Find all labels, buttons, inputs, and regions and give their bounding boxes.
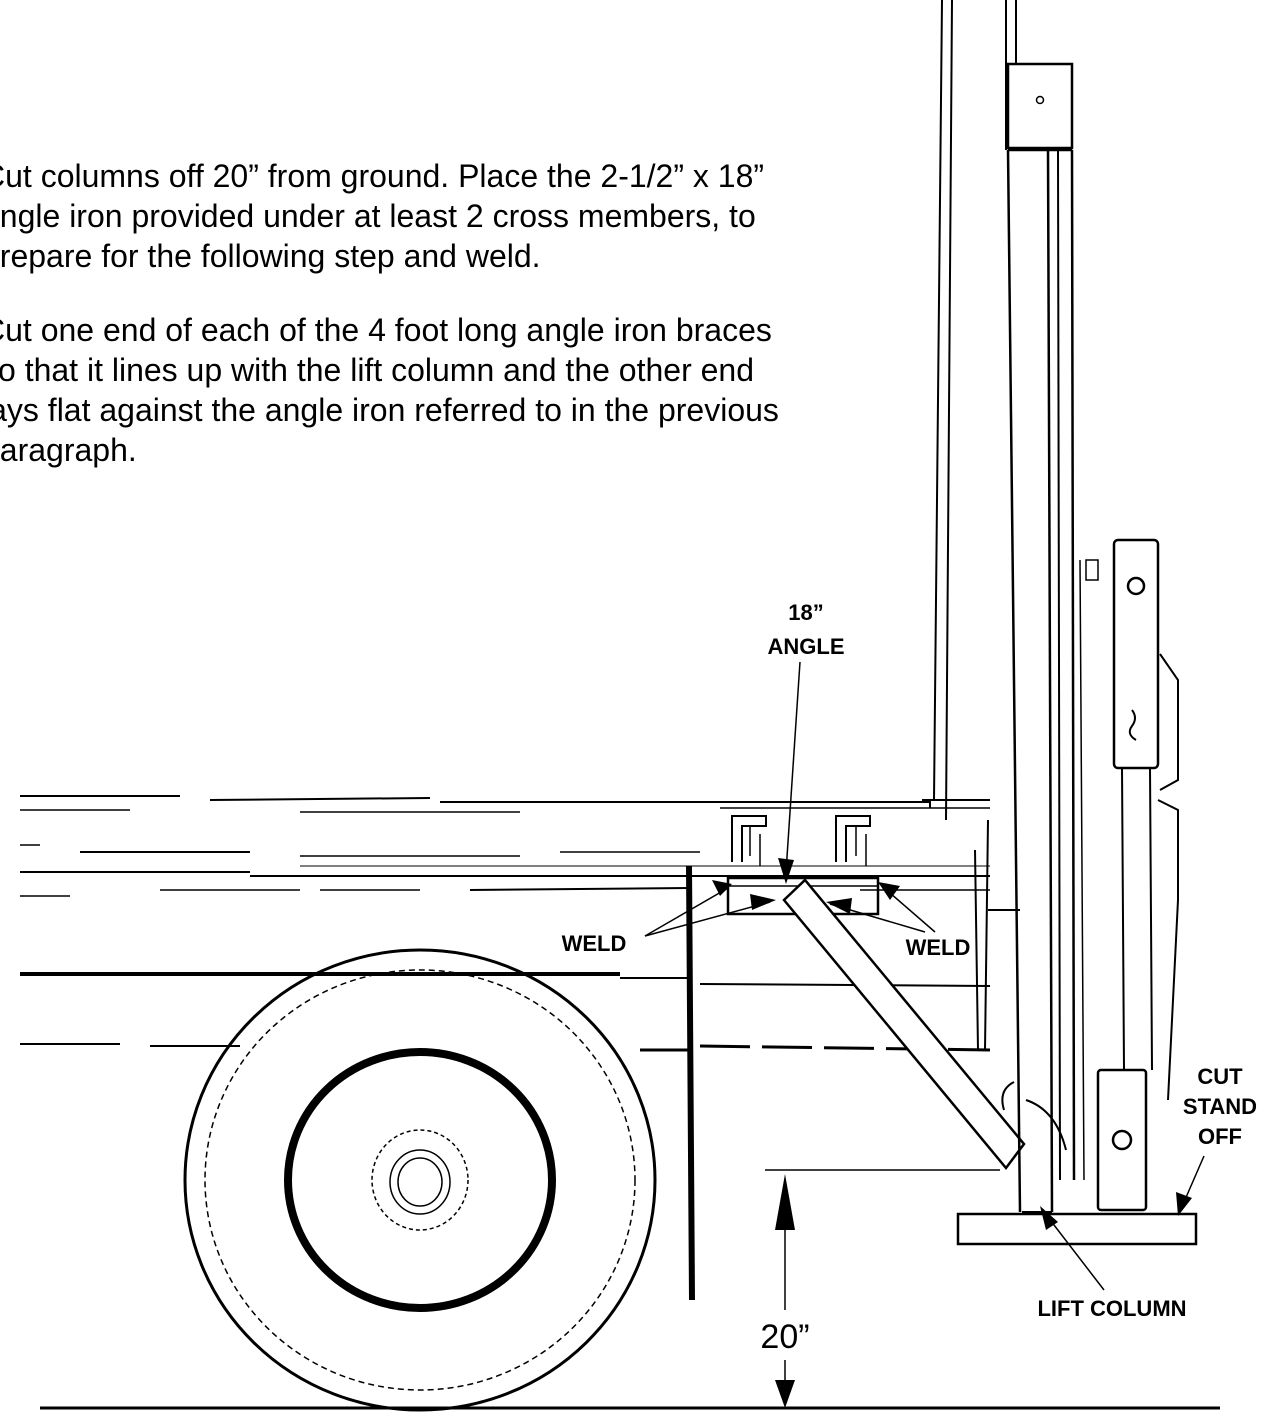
paragraph-line: Cut one end of each of the 4 foot long a… <box>0 312 772 348</box>
height-dimension: 20” <box>760 1169 1000 1408</box>
callout-label: CUT <box>1197 1064 1243 1089</box>
callout-18-angle: 18” ANGLE <box>768 600 845 884</box>
paragraph-line: Cut columns off 20” from ground. Place t… <box>0 158 765 194</box>
callout-label: STAND <box>1183 1094 1257 1119</box>
paragraph-line: angle iron provided under at least 2 cro… <box>0 198 756 234</box>
callout-label: WELD <box>906 935 971 960</box>
paragraph-line: paragraph. <box>0 432 137 468</box>
callout-label: WELD <box>562 931 627 956</box>
callout-label: ANGLE <box>768 634 845 659</box>
wheel <box>183 948 657 1412</box>
dimension-label: 20” <box>760 1318 809 1356</box>
callout-cut-stand-off: CUT STAND OFF <box>1176 1064 1257 1216</box>
callout-weld-right: WELD <box>826 882 970 960</box>
truck-body <box>20 0 1020 1301</box>
angle-iron-brace <box>782 878 1026 1171</box>
callout-label: LIFT COLUMN <box>1037 1296 1186 1321</box>
paragraph-line: so that it lines up with the lift column… <box>0 352 755 388</box>
instruction-paragraph-1: Cut columns off 20” from ground. Place t… <box>0 156 764 276</box>
lift-column <box>956 0 1198 1246</box>
callout-weld-left: WELD <box>562 880 776 956</box>
paragraph-line: lays flat against the angle iron referre… <box>0 392 779 428</box>
callout-label: 18” <box>788 600 823 625</box>
instruction-paragraph-2: Cut one end of each of the 4 foot long a… <box>0 310 779 470</box>
callout-label: OFF <box>1198 1124 1242 1149</box>
callout-lift-column: LIFT COLUMN <box>1037 1206 1187 1321</box>
paragraph-line: prepare for the following step and weld. <box>0 238 541 274</box>
